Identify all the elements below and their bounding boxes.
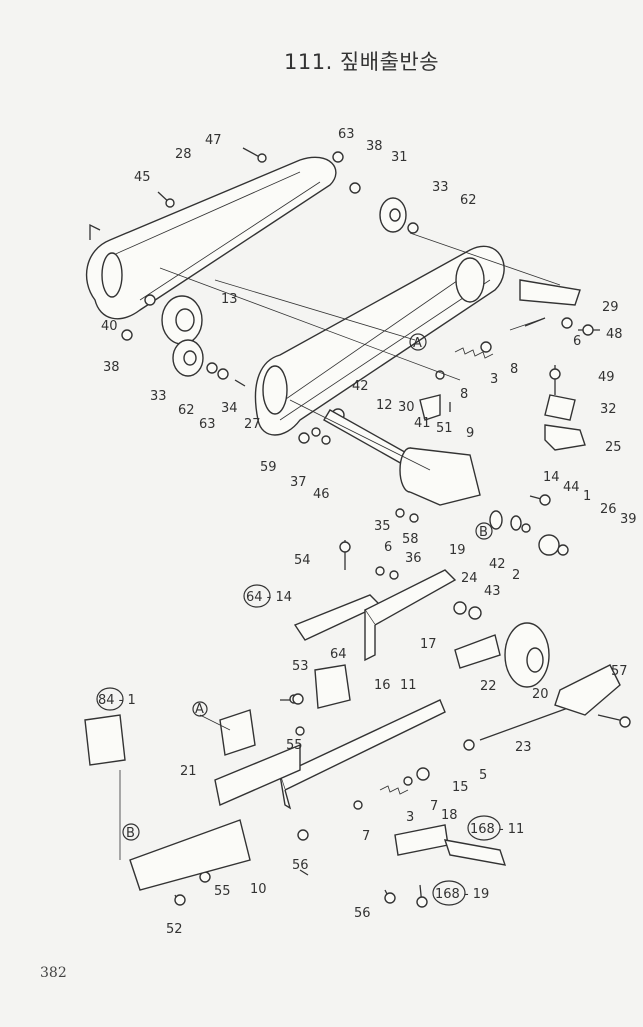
housing-9 (399, 279, 586, 506)
label-51: 51 (436, 421, 453, 436)
label-39: 39 (620, 512, 637, 527)
label-6: 6 (384, 540, 392, 555)
leader-lines (119, 232, 561, 860)
label-44: 44 (563, 480, 580, 495)
label-58: 58 (402, 532, 419, 547)
pulley-33-lower (172, 339, 204, 377)
label-46: 46 (313, 487, 330, 502)
label-24: 24 (461, 571, 478, 586)
label-10: 10 (250, 882, 267, 897)
label-64: 64 (330, 647, 347, 662)
label-13: 13 (221, 292, 238, 307)
label-14: 14 (543, 470, 560, 485)
callout-168-11: 168 - 11 (470, 822, 524, 837)
label-34: 34 (221, 401, 238, 416)
label-27: 27 (244, 417, 261, 432)
label-62: 62 (178, 403, 195, 418)
callout-a-upper: A (413, 336, 422, 351)
label-6: 6 (573, 334, 581, 349)
label-40: 40 (101, 319, 118, 334)
label-31: 31 (391, 150, 408, 165)
label-15: 15 (452, 780, 469, 795)
label-11: 11 (400, 678, 417, 693)
label-25: 25 (605, 440, 622, 455)
label-1: 1 (583, 489, 591, 504)
label-41: 41 (414, 416, 431, 431)
label-63: 63 (338, 127, 355, 142)
label-63: 63 (199, 417, 216, 432)
label-38: 38 (103, 360, 120, 375)
label-35: 35 (374, 519, 391, 534)
label-19: 19 (449, 543, 466, 558)
page-title: 111. 짚배출반송 (284, 50, 440, 74)
label-3: 3 (490, 372, 498, 387)
label-3: 3 (406, 810, 414, 825)
label-56: 56 (292, 858, 309, 873)
lower-frame (84, 569, 621, 891)
label-54: 54 (294, 553, 311, 568)
label-9: 9 (466, 426, 474, 441)
page-number: 382 (40, 965, 67, 981)
label-26: 26 (600, 502, 617, 517)
callout-84-1: 84 - 1 (98, 693, 136, 708)
label-21: 21 (180, 764, 197, 779)
label-18: 18 (441, 808, 458, 823)
label-33: 33 (150, 389, 167, 404)
label-30: 30 (398, 400, 415, 415)
label-45: 45 (134, 170, 151, 185)
label-57: 57 (611, 664, 628, 679)
label-62: 62 (460, 193, 477, 208)
label-17: 17 (420, 637, 437, 652)
label-29: 29 (602, 300, 619, 315)
callout-168-19: 168 - 19 (435, 887, 489, 902)
label-49: 49 (598, 370, 615, 385)
callout-64-14: 64 - 14 (246, 590, 292, 605)
label-42: 42 (489, 557, 506, 572)
label-42: 42 (352, 379, 369, 394)
label-38: 38 (366, 139, 383, 154)
label-23: 23 (515, 740, 532, 755)
label-7: 7 (430, 799, 438, 814)
label-33: 33 (432, 180, 449, 195)
bolts (157, 147, 631, 908)
label-36: 36 (405, 551, 422, 566)
label-56: 56 (354, 906, 371, 921)
label-2: 2 (512, 568, 520, 583)
label-37: 37 (290, 475, 307, 490)
label-16: 16 (374, 678, 391, 693)
label-53: 53 (292, 659, 309, 674)
label-55: 55 (286, 738, 303, 753)
label-12: 12 (376, 398, 393, 413)
callout-b-upper: B (479, 525, 488, 540)
belt-case-27 (254, 245, 505, 436)
callouts: A B 64 - 14 A 84 - 1 B 168 - 11 168 - 19 (96, 333, 524, 906)
pulley-33-upper (379, 197, 407, 233)
belt-cover-28 (85, 156, 337, 320)
label-8: 8 (460, 387, 468, 402)
label-52: 52 (166, 922, 183, 937)
callout-b-lower: B (126, 826, 135, 841)
label-55: 55 (214, 884, 231, 899)
label-43: 43 (484, 584, 501, 599)
label-5: 5 (479, 768, 487, 783)
label-48: 48 (606, 327, 623, 342)
label-22: 22 (480, 679, 497, 694)
label-32: 32 (600, 402, 617, 417)
pulley-13 (161, 295, 203, 345)
label-20: 20 (532, 687, 549, 702)
label-7: 7 (362, 829, 370, 844)
label-47: 47 (205, 133, 222, 148)
label-59: 59 (260, 460, 277, 475)
part-labels: 47 28 45 63 38 31 33 62 13 40 38 33 62 6… (101, 127, 637, 937)
callout-a-lower: A (195, 702, 204, 717)
label-8: 8 (510, 362, 518, 377)
small-parts (121, 151, 573, 810)
label-28: 28 (175, 147, 192, 162)
